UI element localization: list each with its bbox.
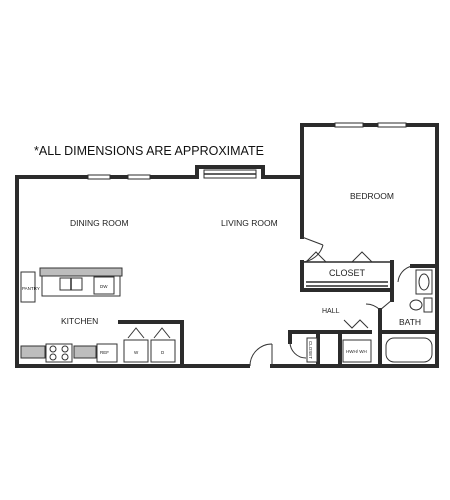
refrigerator <box>96 343 118 363</box>
exterior-walls <box>15 123 439 368</box>
doors <box>127 236 413 367</box>
label-living-room: LIVING ROOM <box>221 218 278 228</box>
label-bath: BATH <box>399 317 421 327</box>
sink-icon <box>418 273 430 291</box>
range <box>45 343 73 363</box>
dimensions-note: *ALL DIMENSIONS ARE APPROXIMATE <box>34 144 264 158</box>
dryer <box>150 339 176 363</box>
label-washer: W <box>134 350 139 355</box>
bathtub <box>385 337 433 363</box>
label-bedroom: BEDROOM <box>350 191 394 201</box>
room-labels: DINING ROOM LIVING ROOM BEDROOM KITCHEN … <box>22 191 421 359</box>
label-dw: DW <box>100 284 108 289</box>
label-pantry: PANTRY <box>22 286 40 291</box>
island-top <box>39 267 123 277</box>
label-kitchen: KITCHEN <box>61 316 98 326</box>
toilet-icon <box>409 299 423 311</box>
washer <box>123 339 149 363</box>
dishwasher <box>93 276 115 295</box>
windows <box>87 122 407 180</box>
label-hall: HALL <box>322 308 340 315</box>
label-closet: CLOSET <box>329 268 366 278</box>
label-dryer: D <box>161 350 165 355</box>
label-dining-room: DINING ROOM <box>70 218 129 228</box>
water-heater <box>342 339 372 363</box>
label-small-closet: CLOSET <box>308 341 313 359</box>
label-ref: REF <box>100 350 109 355</box>
pantry-box <box>20 271 36 303</box>
interior-walls <box>118 175 439 368</box>
fixtures <box>20 267 433 363</box>
label-hwh: HWH/ WH <box>346 349 367 354</box>
